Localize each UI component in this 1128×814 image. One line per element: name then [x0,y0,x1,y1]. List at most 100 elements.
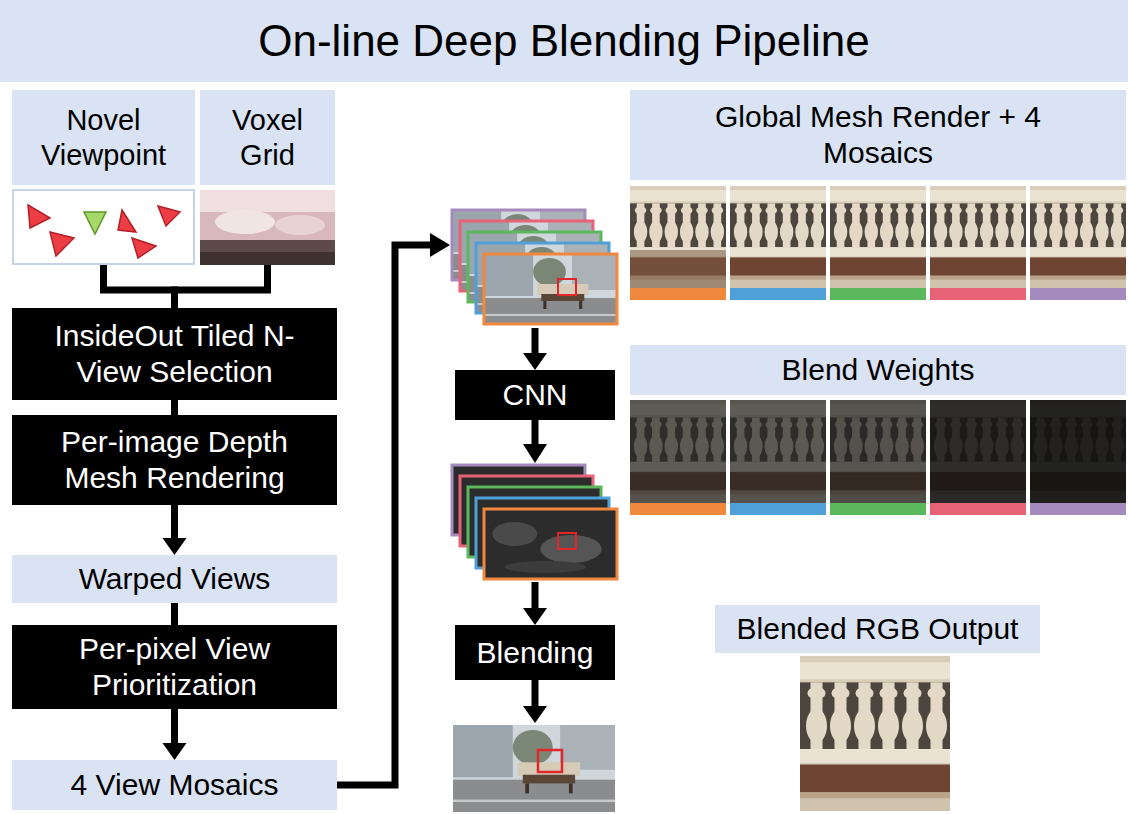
box-label: Voxel Grid [205,103,330,173]
connector-line [171,603,178,625]
illustration-part [730,503,826,515]
illustration-part [484,254,617,324]
illustration-part [630,503,726,515]
arrow-head [523,444,547,463]
box-label: Warped Views [79,561,271,597]
illustration-part [453,725,615,812]
process-box: Per-pixel View Prioritization [12,625,337,709]
illustration-part [930,503,1026,515]
illustration-part [275,215,325,235]
camera-triangles [28,205,180,258]
arrow-head [523,706,547,723]
illustration-part [132,238,156,258]
illustration-part [630,400,726,503]
illustration-part [730,400,826,503]
illustration-part [484,509,617,579]
box-label: Novel Viewpoint [19,103,189,173]
output-thumbnail [453,725,615,812]
process-box: Blending [455,625,615,680]
illustration-part [830,400,926,503]
illustration-part [1030,400,1126,503]
connector [104,265,175,308]
connector [523,420,547,625]
illustration-part [830,288,926,300]
tile-header: Voxel Grid [200,90,335,185]
illustration-part [484,509,617,579]
connector [174,400,175,415]
weight-stack [452,465,617,579]
title-text: On-line Deep Blending Pipeline [258,15,870,68]
box-label: InsideOut Tiled N-View Selection [30,318,320,390]
input-tile: Voxel Grid [200,90,335,265]
connector [337,245,547,785]
illustration-part [538,750,562,772]
illustration-part [28,205,50,228]
header-panel [12,90,195,185]
illustration-part [930,186,1026,288]
illustration-part [558,533,576,549]
viewpoint-panel [13,190,194,264]
header-panel [200,90,335,185]
title-band: On-line Deep Blending Pipeline [0,0,1128,82]
panel-heading: Blended RGB Output [715,605,1040,653]
mosaic-strips [630,186,1126,300]
illustration-part [1030,288,1126,300]
box-label: 4 View Mosaics [71,767,279,803]
arrow-head [430,233,450,257]
voxel-grid-image [200,190,335,265]
box-label: Blend Weights [782,352,975,388]
illustration-part [930,400,1026,503]
illustration-part [215,210,275,234]
illustration-part [930,400,1026,503]
connector-line [532,582,539,610]
connector [174,603,175,625]
illustration-part [558,279,576,295]
panel-heading: Global Mesh Render + 4 Mosaics [630,90,1126,180]
connector-line [532,328,539,355]
illustration-part [1030,400,1126,503]
connector-line [175,265,268,308]
input-tile: Novel Viewpoint [12,90,195,265]
illustration-part [50,232,74,256]
arrow-head [523,353,547,370]
illustration-part [1030,186,1126,288]
illustration-part [730,186,826,288]
box-label: Blended RGB Output [737,611,1019,647]
illustration-part [830,503,926,515]
mosaic-stack [452,210,617,324]
output-arrow-line [532,680,539,708]
connector [175,265,268,308]
box-label: CNN [503,377,568,413]
arrow-head [163,538,187,555]
connector [163,505,187,555]
data-box: Warped Views [12,555,337,603]
blended-output-image [800,656,950,811]
panel-heading: Blend Weights [630,345,1126,395]
illustration-part [630,250,726,288]
data-box: 4 View Mosaics [12,760,337,810]
arrow-head [523,608,547,625]
illustration-part [630,288,726,300]
illustration-part [830,186,926,288]
illustration-part [118,210,136,232]
connector-line [171,400,178,415]
illustration-part [730,400,826,503]
box-label: Global Mesh Render + 4 Mosaics [713,99,1043,171]
connector-line [171,709,178,745]
connector [163,709,187,760]
process-box: Per-image Depth Mesh Rendering [12,415,337,505]
illustration-part [930,288,1026,300]
box-label: Per-pixel View Prioritization [30,631,320,703]
connector-line [532,420,539,446]
arrow-head [163,743,187,760]
connector-line [337,245,432,785]
box-label: Blending [477,635,594,671]
box-label: Per-image Depth Mesh Rendering [30,424,320,496]
illustration-part [830,400,926,503]
connector-line [171,505,178,540]
tile-header: Novel Viewpoint [12,90,195,185]
illustration-part [200,190,335,212]
illustration-part [630,400,726,503]
weight-strips [630,400,1126,515]
